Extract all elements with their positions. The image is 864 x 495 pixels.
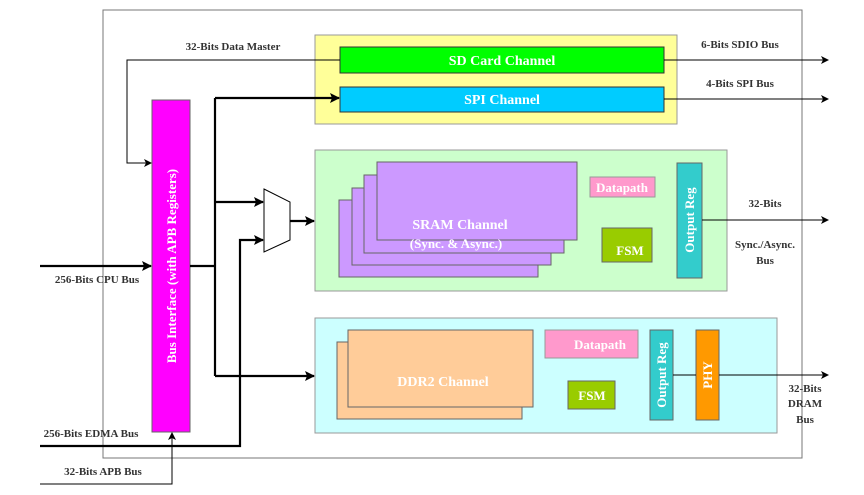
- sram-sublabel: (Sync. & Async.): [410, 236, 502, 251]
- ddr2-channel: [347, 329, 534, 408]
- ddr2-fsm-label: FSM: [578, 388, 605, 403]
- sd-card-label: SD Card Channel: [449, 54, 556, 69]
- edma-bus-label: 256-Bits EDMA Bus: [44, 428, 139, 440]
- cpu-bus-label: 256-Bits CPU Bus: [55, 274, 140, 286]
- apb-bus-label: 32-Bits APB Bus: [64, 466, 142, 478]
- spi-label: SPI Channel: [464, 93, 540, 108]
- sram-fsm-label: FSM: [616, 243, 643, 258]
- sram-datapath: [589, 176, 656, 198]
- ddr2-datapath-label: Datapath: [574, 337, 627, 352]
- ddr2-datapath: [544, 329, 639, 359]
- dram-bus-label-2: DRAM: [788, 398, 823, 410]
- ddr2-fsm: [567, 380, 616, 410]
- sync-bus-label-3: Bus: [756, 255, 774, 267]
- spi-bus-label: 4-Bits SPI Bus: [706, 78, 775, 90]
- edma-bus-line: [40, 235, 264, 448]
- sram-label: SRAM Channel: [412, 218, 507, 233]
- ddr2-output-reg-label: Output Reg: [654, 342, 669, 408]
- sram-output-reg-label: Output Reg: [682, 187, 697, 253]
- bus-interface-label: Bus Interface (with APB Registers): [164, 169, 179, 363]
- sync-bus-label-2: Sync./Async.: [735, 239, 795, 251]
- sram-channel: [376, 161, 578, 241]
- sram-datapath-label: Datapath: [596, 180, 649, 195]
- ddr2-label: DDR2 Channel: [397, 375, 489, 390]
- sd-card-channel: [339, 46, 665, 74]
- dram-bus-label-1: 32-Bits: [789, 383, 823, 395]
- sdio-bus-label: 6-Bits SDIO Bus: [701, 39, 779, 51]
- phy-label: PHY: [700, 361, 715, 389]
- controller-boundary: [102, 9, 803, 459]
- multiplexer: [263, 188, 291, 253]
- sync-bus-label-1: 32-Bits: [749, 198, 783, 210]
- dram-bus-label-3: Bus: [796, 414, 814, 426]
- sram-fsm: [601, 227, 653, 263]
- data-master-label: 32-Bits Data Master: [186, 41, 281, 53]
- data-master-line: [126, 59, 340, 167]
- apb-bus-line: [40, 432, 176, 485]
